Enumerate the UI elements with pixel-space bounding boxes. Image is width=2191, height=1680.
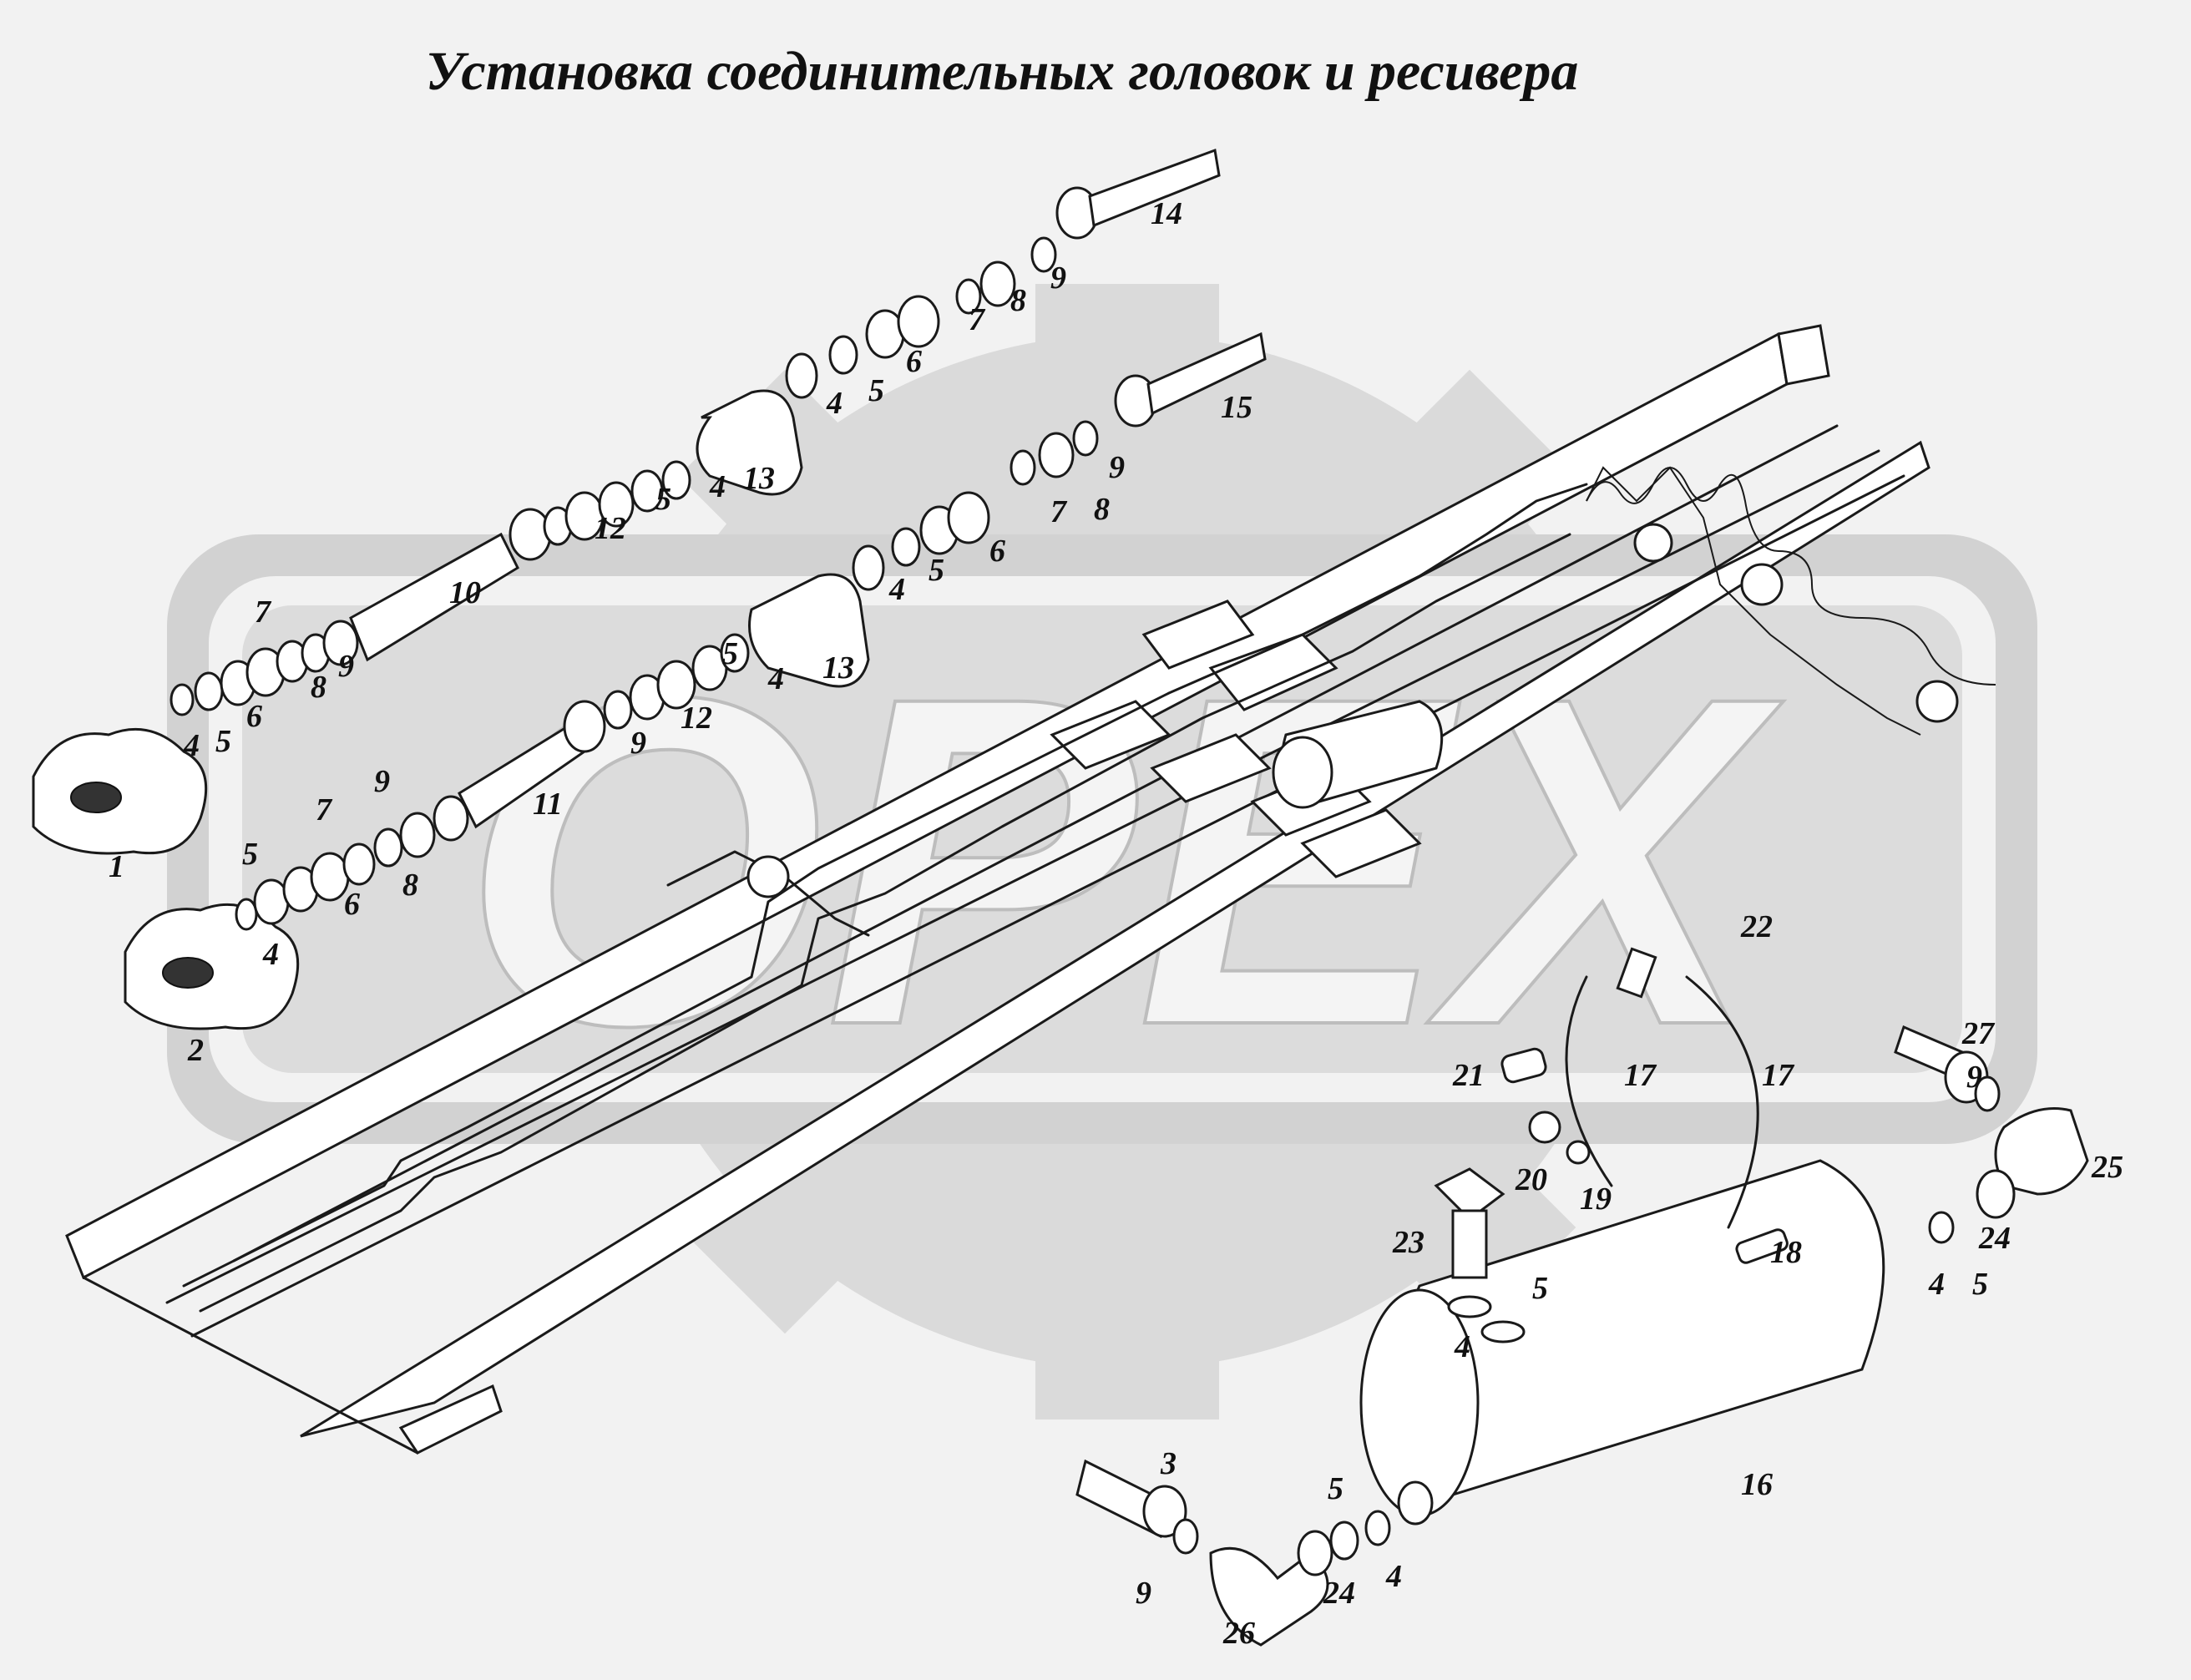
callout-6-b: 6 bbox=[344, 887, 360, 922]
callout-16: 16 bbox=[1741, 1467, 1773, 1502]
callout-5-h: 5 bbox=[1972, 1267, 1988, 1302]
callout-26: 26 bbox=[1222, 1616, 1255, 1651]
callout-6-d: 6 bbox=[989, 534, 1005, 569]
callout-4-e: 4 bbox=[767, 661, 784, 696]
callout-10: 10 bbox=[449, 575, 481, 610]
callout-25: 25 bbox=[2091, 1150, 2123, 1185]
callout-4-b: 4 bbox=[262, 937, 279, 972]
frame-mounted-cylinder bbox=[1272, 700, 1444, 809]
callout-5-g: 5 bbox=[1532, 1271, 1548, 1306]
callout-8-b: 8 bbox=[402, 868, 418, 903]
callout-8-d: 8 bbox=[1094, 492, 1110, 527]
callout-20: 20 bbox=[1515, 1162, 1547, 1197]
upper-coupling-assembly bbox=[32, 148, 1221, 855]
callout-13-b: 13 bbox=[822, 650, 854, 686]
elbow-fittings bbox=[1075, 1025, 2089, 1647]
callout-11: 11 bbox=[533, 787, 563, 822]
callout-7-c: 7 bbox=[969, 302, 986, 337]
callout-24-a: 24 bbox=[1978, 1221, 2011, 1256]
callout-6-c: 6 bbox=[906, 344, 922, 379]
page-title: Установка соединительных головок и ресив… bbox=[425, 41, 1579, 102]
callout-17-a: 17 bbox=[1624, 1058, 1657, 1093]
callout-12-b: 12 bbox=[681, 701, 712, 736]
callout-9-d: 9 bbox=[1050, 261, 1066, 296]
callout-19: 19 bbox=[1580, 1182, 1612, 1217]
callout-9-g: 9 bbox=[1136, 1576, 1151, 1611]
callout-5-d: 5 bbox=[868, 373, 884, 408]
callout-1: 1 bbox=[109, 849, 124, 884]
callout-7-a: 7 bbox=[255, 595, 272, 630]
callout-9-e: 9 bbox=[1109, 450, 1125, 485]
callout-24-b: 24 bbox=[1323, 1576, 1355, 1611]
callout-17-b: 17 bbox=[1762, 1058, 1795, 1093]
callout-9-a: 9 bbox=[338, 649, 354, 684]
callout-4-f: 4 bbox=[888, 572, 905, 607]
callout-4-h: 4 bbox=[1928, 1267, 1945, 1302]
callout-2: 2 bbox=[187, 1033, 204, 1068]
callout-5-i: 5 bbox=[1328, 1471, 1343, 1506]
callout-18: 18 bbox=[1770, 1235, 1802, 1270]
callout-13-a: 13 bbox=[743, 461, 775, 496]
callout-9-b: 9 bbox=[374, 764, 390, 799]
callout-12-a: 12 bbox=[595, 511, 626, 546]
callout-4-a: 4 bbox=[183, 728, 200, 763]
lower-coupling-assembly bbox=[124, 331, 1267, 1030]
callout-5-a: 5 bbox=[215, 724, 231, 759]
callout-9-f: 9 bbox=[1966, 1060, 1982, 1095]
callout-22: 22 bbox=[1740, 909, 1773, 944]
callout-5-b: 5 bbox=[242, 837, 258, 872]
air-lines bbox=[182, 466, 1996, 1313]
callout-6-a: 6 bbox=[246, 699, 262, 734]
callout-14: 14 bbox=[1151, 196, 1182, 231]
callout-7-d: 7 bbox=[1050, 494, 1068, 529]
callout-8-a: 8 bbox=[311, 670, 326, 705]
callout-5-c: 5 bbox=[655, 482, 671, 517]
callout-21: 21 bbox=[1452, 1058, 1485, 1093]
callout-5-e: 5 bbox=[722, 636, 738, 671]
callout-8-c: 8 bbox=[1010, 283, 1026, 318]
callout-9-c: 9 bbox=[630, 726, 646, 761]
callout-4-c: 4 bbox=[709, 469, 726, 504]
callout-4-g: 4 bbox=[1454, 1329, 1470, 1364]
callout-7-b: 7 bbox=[316, 792, 333, 827]
callout-23: 23 bbox=[1392, 1225, 1424, 1260]
callout-27: 27 bbox=[1961, 1016, 1996, 1051]
callout-3: 3 bbox=[1160, 1446, 1176, 1481]
callout-labels: 1 2 3 4 4 4 4 4 4 4 4 4 5 5 5 5 5 5 5 5 … bbox=[109, 196, 2123, 1651]
callout-4-i: 4 bbox=[1385, 1559, 1402, 1594]
callout-5-f: 5 bbox=[929, 553, 944, 588]
receiver-assembly bbox=[1359, 947, 1885, 1526]
callout-15: 15 bbox=[1221, 390, 1252, 425]
callout-4-d: 4 bbox=[826, 386, 842, 421]
